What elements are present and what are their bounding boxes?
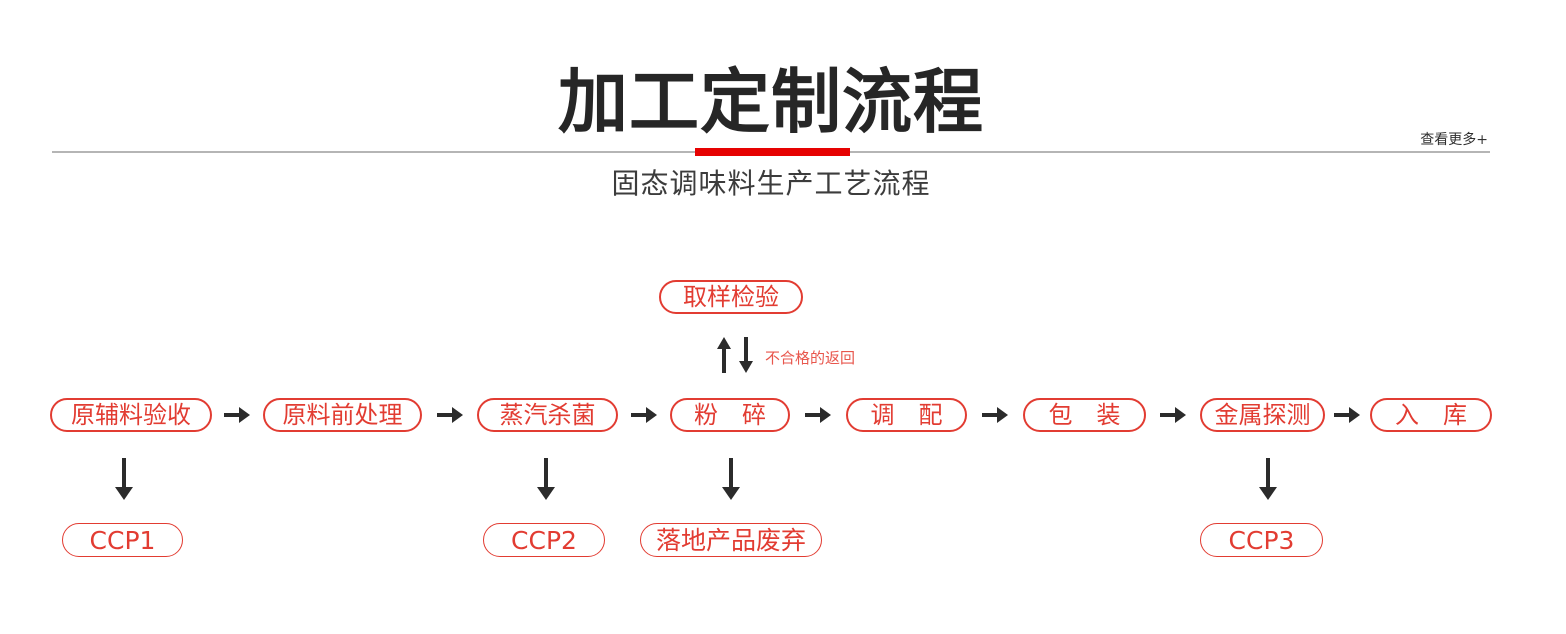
flow-subtitle: 固态调味料生产工艺流程 [611, 167, 931, 200]
node-discard-fallen-product: 落地产品废弃 [640, 523, 822, 557]
view-more-link[interactable]: 查看更多+ [1420, 132, 1488, 148]
node-sampling-inspection: 取样检验 [659, 280, 803, 314]
arrow-right-icon [224, 407, 250, 423]
node-crushing: 粉 碎 [670, 398, 790, 432]
node-raw-material-pretreatment: 原料前处理 [263, 398, 422, 432]
feedback-label: 不合格的返回 [765, 349, 856, 367]
node-ccp2: CCP2 [483, 523, 605, 557]
title-accent-bar [695, 148, 850, 156]
arrow-down-icon [722, 458, 740, 500]
arrow-right-icon [805, 407, 831, 423]
arrow-down-icon [1259, 458, 1277, 500]
node-warehousing: 入 库 [1370, 398, 1492, 432]
arrow-right-icon [982, 407, 1008, 423]
arrow-down-icon [537, 458, 555, 500]
node-steam-sterilization: 蒸汽杀菌 [477, 398, 618, 432]
arrow-right-icon [437, 407, 463, 423]
node-packaging: 包 装 [1023, 398, 1146, 432]
arrow-up-icon [717, 337, 731, 373]
node-ccp1: CCP1 [62, 523, 183, 557]
arrow-right-icon [631, 407, 657, 423]
node-ccp3: CCP3 [1200, 523, 1323, 557]
node-blending: 调 配 [846, 398, 967, 432]
arrow-down-icon [739, 337, 753, 373]
arrow-right-icon [1334, 407, 1360, 423]
node-metal-detection: 金属探测 [1200, 398, 1325, 432]
arrow-down-icon [115, 458, 133, 500]
node-raw-material-acceptance: 原辅料验收 [50, 398, 212, 432]
page-title: 加工定制流程 [558, 60, 984, 143]
arrow-right-icon [1160, 407, 1186, 423]
